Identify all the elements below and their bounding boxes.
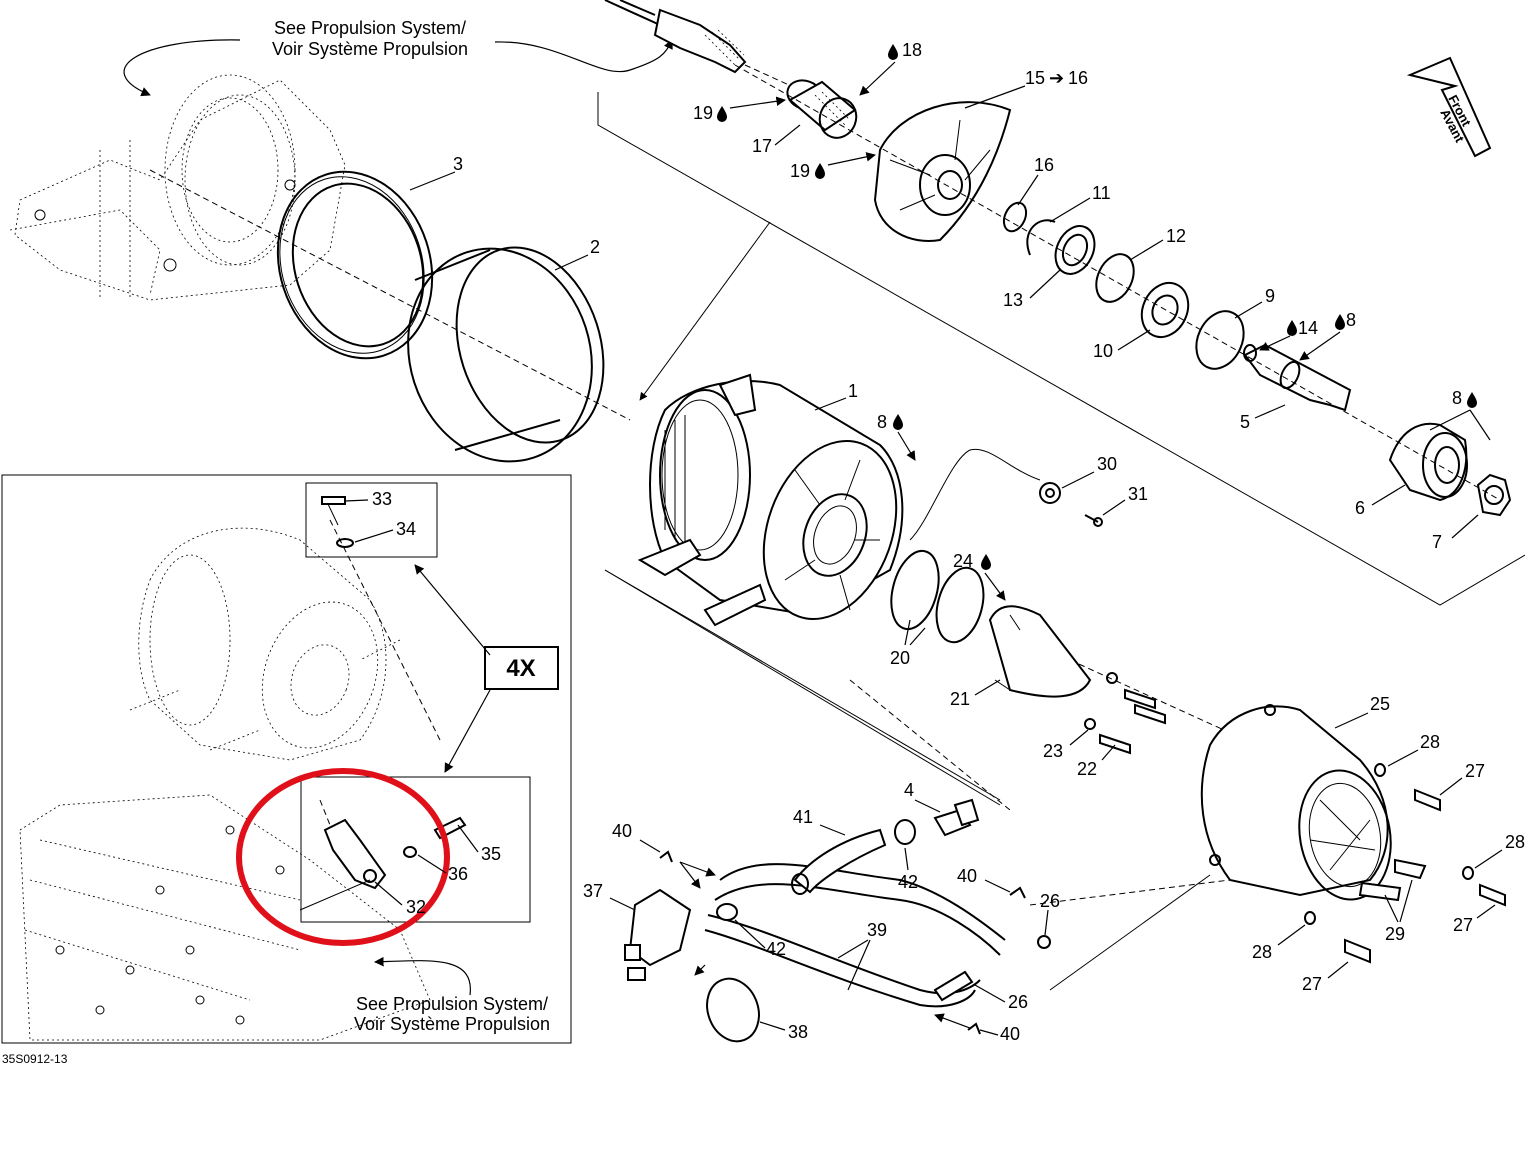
label-14: 14: [1298, 318, 1318, 338]
wear-ring-part-2: [407, 246, 605, 463]
callout-bottom-line1: See Propulsion System/: [356, 994, 548, 1014]
label-10: 10: [1093, 341, 1113, 361]
label-12: 12: [1166, 226, 1186, 246]
bearing-part-6: [1388, 422, 1468, 502]
cone-part-21: [988, 605, 1092, 698]
bolts-part-22: [1084, 672, 1166, 755]
label-29: 29: [1385, 924, 1405, 944]
axis-line-main: [149, 169, 631, 421]
label-24: 24: [953, 551, 973, 571]
label-4: 4: [904, 780, 914, 800]
label-19-top: 19: [693, 103, 713, 123]
inset-hardware-box: [305, 482, 438, 558]
label-28-top: 28: [1420, 732, 1440, 752]
label-36: 36: [448, 864, 468, 884]
multiplier-box: [484, 646, 559, 690]
propulsion-housing-drawing-top: [9, 74, 346, 301]
assembly-frame-lines: [597, 92, 1526, 991]
label-27-right: 27: [1453, 915, 1473, 935]
label-8-mid: 8: [877, 412, 887, 432]
label-35: 35: [481, 844, 501, 864]
label-2: 2: [590, 237, 600, 257]
label-3: 3: [453, 154, 463, 174]
label-21: 21: [950, 689, 970, 709]
callout-top-line2: Voir Système Propulsion: [272, 39, 468, 59]
label-40-bottom: 40: [1000, 1024, 1020, 1044]
svg-text:➔: ➔: [1049, 68, 1064, 88]
venturi-part-25: [1200, 704, 1392, 901]
label-9: 9: [1265, 286, 1275, 306]
label-37: 37: [583, 881, 603, 901]
label-6: 6: [1355, 498, 1365, 518]
label-23: 23: [1043, 741, 1063, 761]
label-7: 7: [1432, 532, 1442, 552]
label-15: 15: [1025, 68, 1045, 88]
front-direction-arrow: Front Avant: [1406, 56, 1492, 158]
label-28-bottom: 28: [1252, 942, 1272, 962]
highlight-circle: [236, 768, 450, 946]
impeller-part-15: [873, 101, 1012, 242]
label-33: 33: [372, 489, 392, 509]
label-28-right: 28: [1505, 832, 1525, 852]
label-42-right: 42: [898, 872, 918, 892]
nut-part-7: [1476, 473, 1512, 517]
label-31: 31: [1128, 484, 1148, 504]
label-13: 13: [1003, 290, 1023, 310]
see-propulsion-callout-bottom: See Propulsion System/ Voir Système Prop…: [354, 956, 550, 1034]
shaft-part-5: [1243, 343, 1352, 412]
label-27-top: 27: [1465, 761, 1485, 781]
label-38: 38: [788, 1022, 808, 1042]
drive-shaft-end: [604, 0, 801, 91]
label-5: 5: [1240, 412, 1250, 432]
label-16: 16: [1034, 155, 1054, 175]
pump-housing-part-1: [637, 373, 904, 627]
label-27-bottom: 27: [1302, 974, 1322, 994]
label-34: 34: [396, 519, 416, 539]
label-40-left: 40: [612, 821, 632, 841]
label-17: 17: [752, 136, 772, 156]
inset-panel: 4X: [1, 474, 572, 1044]
label-22: 22: [1077, 759, 1097, 779]
label-20: 20: [890, 648, 910, 668]
label-11: 11: [1092, 183, 1111, 203]
label-16-top: 16: [1068, 68, 1088, 88]
label-32: 32: [406, 897, 426, 917]
ring-part-3: [276, 170, 434, 360]
label-42-left: 42: [766, 939, 786, 959]
callout-bottom-line2: Voir Système Propulsion: [354, 1014, 550, 1034]
label-40-mid: 40: [957, 866, 977, 886]
sleeve-part-17: [786, 79, 858, 139]
label-25: 25: [1370, 694, 1390, 714]
label-26-top: 26: [1040, 891, 1060, 911]
figure-code: 35S0912-13: [2, 1052, 68, 1066]
label-30: 30: [1097, 454, 1117, 474]
label-19-bottom: 19: [790, 161, 810, 181]
label-18: 18: [902, 40, 922, 60]
label-8-top: 8: [1346, 310, 1356, 330]
see-propulsion-callout-top: See Propulsion System/ Voir Système Prop…: [123, 18, 673, 97]
seal-rings-group: [1002, 201, 1245, 370]
o-rings-part-20: [890, 549, 985, 644]
fasteners-27-28-29: [1304, 763, 1506, 964]
label-26-bottom: 26: [1008, 992, 1028, 1012]
items-30-31: [909, 448, 1103, 541]
label-1: 1: [848, 381, 858, 401]
label-39: 39: [867, 920, 887, 940]
multiplier-label: 4X: [506, 655, 535, 682]
label-41: 41: [793, 807, 813, 827]
axis-line-upper: [734, 64, 1501, 501]
part-labels: 3 2 18 15 ➔ 16 19 17 19 16 11 12 13 9 10…: [344, 40, 1525, 1044]
hoses-and-fittings: [624, 798, 1051, 1043]
label-8-right: 8: [1452, 388, 1462, 408]
callout-top-line1: See Propulsion System/: [274, 18, 466, 38]
